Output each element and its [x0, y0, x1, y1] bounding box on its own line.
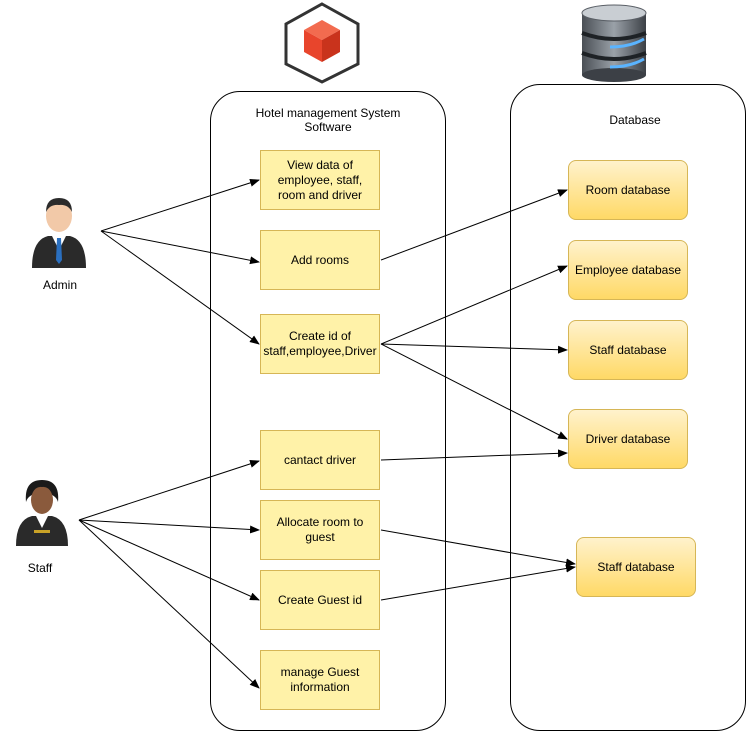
function-create-guest-id[interactable]: Create Guest id — [260, 570, 380, 630]
arrow-allocate-staff-db — [380, 529, 576, 567]
arrow-contact-driver-db — [380, 449, 568, 461]
software-cube-icon — [284, 2, 360, 84]
db-room[interactable]: Room database — [568, 160, 688, 220]
staff-label: Staff — [27, 561, 53, 575]
arrow-staff-allocate — [78, 519, 260, 534]
arrow-staff-contact-driver — [78, 460, 260, 521]
function-view-data[interactable]: View data of employee, staff, room and d… — [260, 150, 380, 210]
arrow-staff-guest-id — [78, 519, 260, 601]
function-manage-guest[interactable]: manage Guest information — [260, 650, 380, 710]
db-staff[interactable]: Staff database — [568, 320, 688, 380]
db-employee[interactable]: Employee database — [568, 240, 688, 300]
arrow-staff-manage — [78, 519, 260, 689]
function-create-id[interactable]: Create id of staff,employee,Driver — [260, 314, 380, 374]
db-staff-2[interactable]: Staff database — [576, 537, 696, 597]
arrow-admin-create-id — [100, 230, 260, 345]
function-add-rooms[interactable]: Add rooms — [260, 230, 380, 290]
arrow-create-id-employee-db — [380, 265, 568, 345]
arrow-create-id-driver-db — [380, 343, 568, 440]
software-title: Hotel management System Software — [255, 106, 401, 134]
admin-person-icon — [32, 198, 86, 268]
arrow-admin-view — [100, 178, 260, 232]
arrow-guest-id-staff-db — [380, 564, 576, 601]
function-allocate-room[interactable]: Allocate room to guest — [260, 500, 380, 560]
database-cylinder-icon — [581, 4, 647, 82]
function-contact-driver[interactable]: cantact driver — [260, 430, 380, 490]
db-driver[interactable]: Driver database — [568, 409, 688, 469]
staff-person-icon — [16, 480, 68, 546]
admin-label: Admin — [42, 278, 77, 292]
database-title: Database — [609, 113, 661, 127]
arrow-create-id-staff-db — [380, 343, 568, 354]
arrow-admin-add-rooms — [100, 230, 260, 265]
arrow-add-rooms-room-db — [380, 189, 568, 261]
